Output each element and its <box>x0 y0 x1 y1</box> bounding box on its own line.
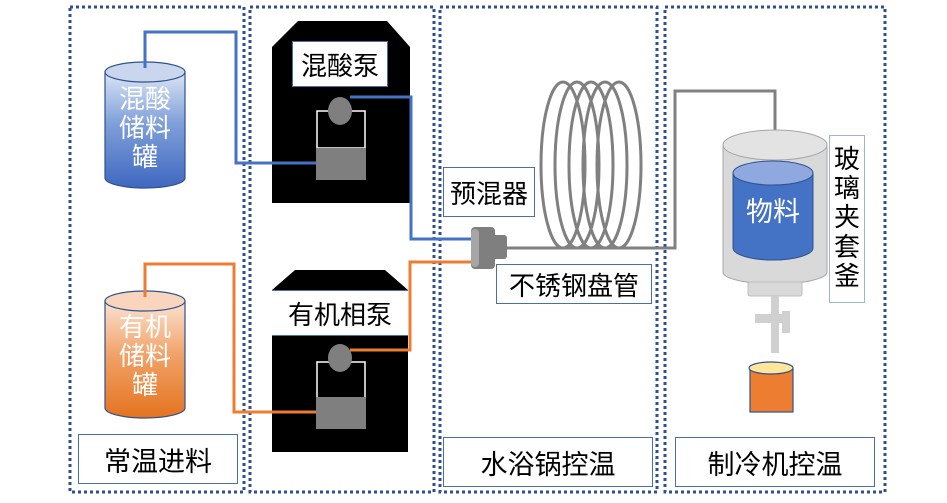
premixer <box>471 227 507 269</box>
reactor-label-char: 釜 <box>833 261 860 292</box>
panel-water-bath-label: 水浴锅控温 <box>443 437 653 487</box>
organic-feed-line <box>143 262 316 414</box>
coil-loop <box>553 80 601 250</box>
panel-chiller-label: 制冷机控温 <box>675 437 875 487</box>
panel-pumps <box>248 5 436 494</box>
stainless-coil <box>539 80 643 250</box>
collection-beaker <box>748 361 794 413</box>
acid-tank-label-line: 混酸 <box>118 85 171 115</box>
reactor-label-char: 璃 <box>833 174 860 205</box>
coil-label: 不锈钢盘管 <box>496 264 652 304</box>
coil-loop <box>539 80 587 250</box>
material-label: 物料 <box>746 197 800 228</box>
acid-pump-label: 混酸泵 <box>292 41 388 87</box>
acid-tank-label-line: 储料 <box>118 114 171 145</box>
acid-tank <box>104 61 186 189</box>
organic-tank-label-line: 有机 <box>118 313 171 343</box>
organic-pump-label: 有机相泵 <box>272 290 408 336</box>
acid-tank-label-line: 罐 <box>131 143 158 174</box>
premixer-label: 预混器 <box>443 167 535 217</box>
material-container <box>732 172 814 261</box>
acid-feed-line <box>143 30 316 165</box>
panel-water-bath <box>438 5 659 494</box>
organic-tank-label: 有机 储料 罐 <box>105 313 185 402</box>
panel-chiller <box>663 5 887 494</box>
panel-feed-label: 常温进料 <box>78 434 238 484</box>
coil-loop <box>581 80 629 250</box>
organic-tank <box>104 290 186 419</box>
panel-feed <box>68 5 246 494</box>
organic-tank-label-line: 储料 <box>118 342 171 373</box>
glass-jacketed-reactor <box>722 129 828 353</box>
coil-loop <box>595 80 643 250</box>
reactor-label-char: 套 <box>833 232 860 263</box>
acid-tank-label: 混酸 储料 罐 <box>105 85 185 174</box>
reactor-label-char: 玻 <box>833 145 860 176</box>
organic-tank-label-line: 罐 <box>131 371 158 402</box>
reactor-label-char: 夹 <box>833 203 860 234</box>
product-line <box>505 89 777 250</box>
reactor-label: 玻 璃 夹 套 釜 <box>829 135 865 303</box>
organic-pump-outlet-line <box>350 260 472 352</box>
panel-borders <box>68 5 887 494</box>
acid-pump-outlet-line <box>350 95 472 241</box>
coil-loop <box>567 80 615 250</box>
